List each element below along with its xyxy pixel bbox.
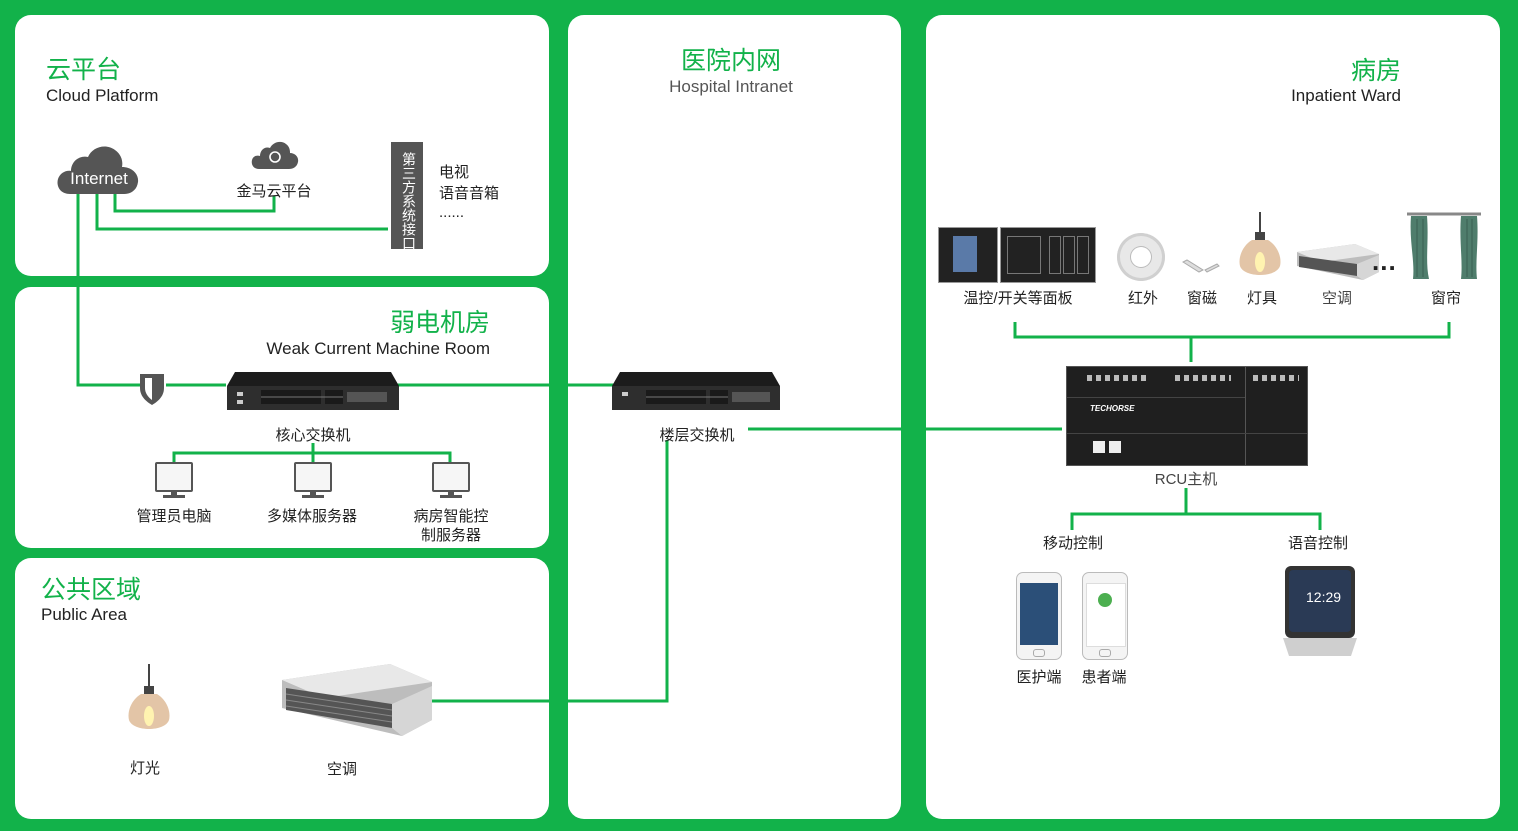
voice-control-label: 语音控制 bbox=[1287, 535, 1349, 552]
core-switch-device bbox=[227, 372, 399, 410]
patient-app-label: 患者端 bbox=[1081, 669, 1127, 686]
more-devices-ellipsis: ... bbox=[1372, 246, 1397, 276]
machine-room-title-zh: 弱电机房 bbox=[389, 309, 490, 337]
third-party-interface-label: 第三方系统接口 bbox=[401, 152, 417, 250]
machine-room-title-en: Weak Current Machine Room bbox=[266, 339, 490, 358]
intranet-title-zh: 医院内网 bbox=[680, 47, 782, 75]
third-party-item-more: ...... bbox=[439, 204, 465, 221]
ward-ac-label: 空调 bbox=[1321, 290, 1353, 307]
cloud-title-en: Cloud Platform bbox=[46, 86, 159, 105]
public-area-title-zh: 公共区域 bbox=[41, 576, 142, 604]
public-ac-icon bbox=[282, 664, 432, 736]
intranet-zone-panel bbox=[568, 15, 901, 819]
admin-pc-label: 管理员电脑 bbox=[136, 508, 212, 525]
curtain-label: 窗帘 bbox=[1430, 290, 1462, 307]
firewall-shield-icon bbox=[140, 374, 164, 405]
door-sensor-label: 窗磁 bbox=[1186, 290, 1218, 307]
rcu-brand-label: TECHORSE bbox=[1090, 404, 1135, 413]
ward-title-zh: 病房 bbox=[1350, 57, 1401, 85]
door-sensor-icon bbox=[1181, 259, 1220, 273]
machine-room-zone-panel bbox=[15, 287, 549, 548]
media-server-icon bbox=[294, 462, 332, 498]
third-party-item-tv: 电视 bbox=[439, 164, 470, 181]
switch-panel-icon bbox=[1000, 227, 1096, 283]
media-server-label: 多媒体服务器 bbox=[266, 508, 358, 525]
public-lamp-label: 灯光 bbox=[129, 760, 161, 777]
ward-title-en: Inpatient Ward bbox=[1291, 86, 1401, 105]
internet-cloud-icon bbox=[57, 146, 139, 194]
third-party-interface-box bbox=[391, 142, 423, 249]
panels-label: 温控/开关等面板 bbox=[963, 290, 1073, 307]
admin-pc-icon bbox=[155, 462, 193, 498]
public-area-title-en: Public Area bbox=[41, 605, 127, 624]
speaker-time-display: 12:29 bbox=[1306, 589, 1342, 605]
public-lamp-icon bbox=[128, 664, 170, 729]
jinma-cloud-icon bbox=[251, 141, 299, 169]
smart-speaker-icon bbox=[1283, 566, 1357, 656]
ward-server-icon bbox=[432, 462, 470, 498]
ward-lamp-label: 灯具 bbox=[1246, 290, 1278, 307]
internet-label: Internet bbox=[70, 169, 128, 188]
floor-switch-device bbox=[612, 372, 780, 410]
rcu-host-label: RCU主机 bbox=[1154, 471, 1218, 488]
ward-server-label-line1: 病房智能控 bbox=[413, 508, 489, 525]
mobile-control-label: 移动控制 bbox=[1042, 535, 1104, 552]
cloud-title-zh: 云平台 bbox=[46, 56, 122, 84]
floor-switch-label: 楼层交换机 bbox=[659, 427, 735, 444]
public-ac-label: 空调 bbox=[326, 761, 358, 778]
nurse-app-label: 医护端 bbox=[1016, 669, 1062, 686]
patient-phone-icon bbox=[1082, 572, 1128, 660]
intranet-title-en: Hospital Intranet bbox=[669, 77, 793, 96]
ward-server-label-line2: 制服务器 bbox=[420, 527, 482, 544]
ward-ac-icon bbox=[1297, 244, 1379, 280]
curtain-icon bbox=[1407, 212, 1481, 279]
jinma-cloud-label: 金马云平台 bbox=[236, 183, 312, 200]
infrared-label: 红外 bbox=[1127, 290, 1159, 307]
nurse-phone-icon bbox=[1016, 572, 1062, 660]
rcu-host-device bbox=[1066, 366, 1308, 466]
ward-lamp-icon bbox=[1239, 212, 1281, 275]
core-switch-label: 核心交换机 bbox=[275, 427, 351, 444]
thermostat-panel-icon bbox=[938, 227, 998, 283]
infrared-sensor-icon bbox=[1117, 233, 1165, 281]
third-party-item-speaker: 语音音箱 bbox=[439, 185, 500, 202]
